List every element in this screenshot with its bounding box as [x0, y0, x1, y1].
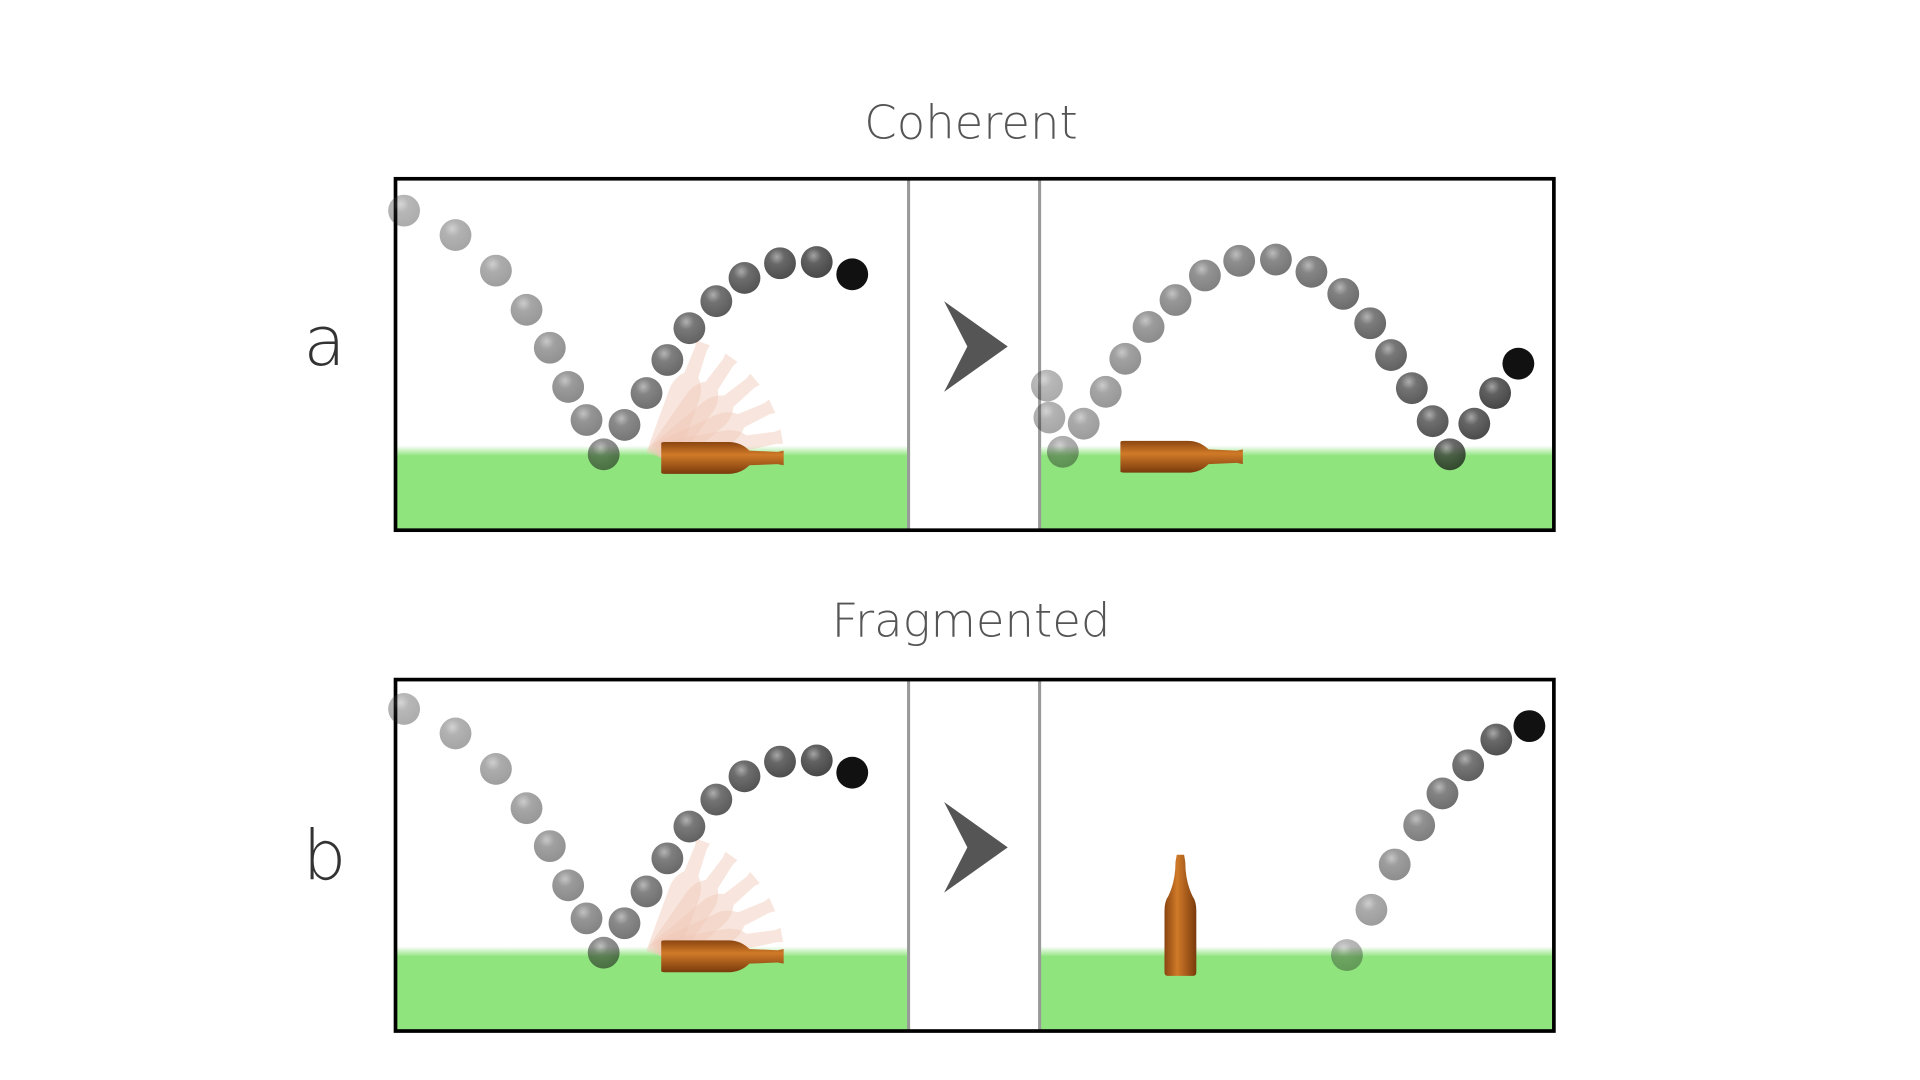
panel-a-letter: a — [303, 302, 345, 382]
arrow-chevron-icon — [944, 802, 1008, 893]
ball — [800, 744, 833, 777]
bottle — [661, 442, 784, 474]
ball — [552, 371, 585, 403]
panel-a — [388, 176, 1556, 533]
ball — [1327, 277, 1360, 310]
ball — [1513, 710, 1546, 743]
ball — [1067, 407, 1100, 440]
ball — [673, 810, 706, 843]
ball — [1458, 407, 1491, 440]
ground-left — [396, 445, 909, 531]
ball — [587, 936, 620, 969]
ball — [608, 907, 641, 940]
ball — [552, 869, 585, 902]
ball — [630, 875, 663, 908]
ball — [570, 404, 603, 436]
ball — [1159, 284, 1192, 316]
ball — [587, 438, 620, 471]
panel-b-title: Fragmented — [832, 594, 1111, 648]
ball — [630, 377, 663, 409]
ball — [1188, 259, 1221, 292]
ball — [1375, 339, 1407, 372]
ball — [700, 783, 733, 816]
ball — [510, 792, 543, 825]
bottle-upright — [1164, 854, 1197, 976]
ball — [1033, 401, 1066, 434]
ball — [439, 219, 472, 252]
ball — [480, 254, 512, 287]
panel-b-letter: b — [303, 816, 347, 896]
ball — [1223, 244, 1256, 277]
ball — [388, 693, 420, 725]
ball — [1355, 893, 1388, 926]
ball — [836, 258, 869, 291]
frame-border — [393, 677, 1556, 1033]
ball — [1378, 848, 1411, 881]
ball — [608, 408, 641, 441]
ball — [1426, 777, 1459, 810]
ball — [570, 902, 603, 935]
panel-a-title: Coherent — [864, 95, 1077, 149]
ball — [388, 194, 420, 227]
ground-right — [1039, 445, 1554, 531]
ball — [1354, 307, 1387, 340]
ball — [1132, 311, 1165, 343]
ball — [1109, 342, 1142, 375]
ball — [1260, 243, 1292, 276]
ball — [1046, 435, 1079, 468]
bottle — [646, 838, 711, 962]
ground-left — [396, 946, 909, 1032]
ball — [480, 753, 512, 785]
arrow-chevron-icon — [944, 301, 1008, 392]
ball — [1089, 375, 1122, 408]
ball — [651, 344, 684, 376]
bottle — [648, 851, 738, 965]
ball — [1433, 438, 1466, 471]
ball — [1452, 749, 1485, 782]
bottle — [1120, 440, 1243, 473]
bottle — [648, 353, 738, 467]
ball — [651, 842, 684, 875]
ball — [728, 262, 761, 294]
ball — [1480, 723, 1513, 756]
ball — [728, 760, 761, 793]
ball — [1031, 369, 1063, 402]
ball — [1403, 809, 1436, 842]
ball — [700, 285, 733, 318]
ball — [1331, 939, 1363, 972]
ball — [673, 312, 706, 345]
ball — [1479, 377, 1512, 409]
ball — [1502, 347, 1535, 380]
ball — [1295, 255, 1328, 288]
ground-right — [1039, 946, 1554, 1032]
bottle — [646, 340, 711, 464]
panel-b — [388, 677, 1556, 1033]
ball — [764, 745, 796, 778]
ball — [800, 246, 833, 278]
ball — [1416, 405, 1449, 438]
ball — [510, 293, 543, 326]
ball — [439, 717, 472, 750]
ball — [533, 331, 566, 364]
ball — [764, 247, 796, 280]
ball — [1395, 372, 1428, 405]
ball — [836, 756, 869, 789]
frame-border — [393, 176, 1556, 533]
ball — [533, 830, 566, 863]
bottle — [661, 940, 784, 973]
